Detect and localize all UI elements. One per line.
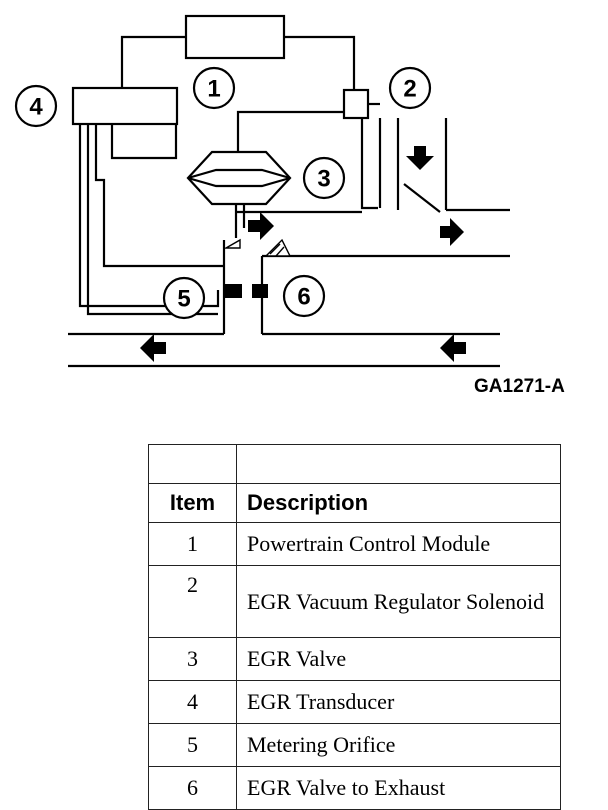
row-description: EGR Valve to Exhaust — [236, 766, 561, 810]
row-description: EGR Valve — [236, 637, 561, 681]
callout-4-circle — [14, 84, 58, 128]
callout-6-circle — [282, 274, 326, 318]
table-row: 4 EGR Transducer — [148, 680, 561, 724]
table-row: 3 EGR Valve — [148, 637, 561, 681]
row-item: 4 — [148, 680, 237, 724]
callout-2-circle — [388, 66, 432, 110]
callout-3-label: 3 — [317, 166, 330, 193]
metering-block-left — [224, 284, 242, 298]
flow-arrow-exhaust-left — [140, 334, 166, 362]
figure-id: GA1271-A — [474, 376, 565, 397]
throttle-plate — [403, 183, 441, 213]
callout-3-circle — [302, 156, 346, 200]
metering-block-right — [252, 284, 268, 298]
row-item: 1 — [148, 522, 237, 566]
callout-4-label: 4 — [29, 94, 43, 121]
flow-arrow-exhaust-right-entry — [440, 334, 466, 362]
solenoid-to-intake-left — [360, 118, 378, 210]
pcm-wire-right — [284, 35, 356, 90]
valve-seat-hatch — [223, 238, 292, 257]
flow-arrow-air-down — [406, 146, 434, 170]
callout-5-label: 5 — [177, 286, 190, 313]
solenoid-body — [342, 88, 370, 120]
callout-2-label: 2 — [403, 76, 416, 103]
transducer-tube-c — [94, 124, 224, 268]
row-description: Metering Orifice — [236, 723, 561, 767]
callout-1-circle — [192, 66, 236, 110]
pcm-box — [184, 14, 286, 60]
flow-arrow-egr-out — [248, 212, 274, 240]
row-description: EGR Vacuum Regulator Solenoid — [236, 565, 561, 638]
table-row: 5 Metering Orifice — [148, 723, 561, 767]
legend-header-row: Item Description — [148, 483, 561, 523]
legend-spacer-row — [148, 444, 561, 484]
row-description: EGR Transducer — [236, 680, 561, 724]
egr-valve-diaphragm — [186, 150, 292, 206]
table-row: 2 EGR Vacuum Regulator Solenoid — [148, 565, 561, 638]
row-item: 5 — [148, 723, 237, 767]
legend-table: Item Description 1 Powertrain Control Mo… — [148, 444, 561, 810]
table-row: 6 EGR Valve to Exhaust — [148, 766, 561, 810]
legend-header-item: Item — [148, 483, 237, 523]
flow-arrow-intake-right — [440, 218, 464, 246]
callout-1-label: 1 — [207, 76, 220, 103]
callout-6-label: 6 — [297, 284, 310, 311]
callout-5-circle — [162, 276, 206, 320]
transducer-tube-a — [78, 124, 220, 308]
transducer-tube-d — [110, 124, 178, 160]
legend-header-description: Description — [236, 483, 561, 523]
row-item: 6 — [148, 766, 237, 810]
row-item: 2 — [148, 565, 237, 638]
table-row: 1 Powertrain Control Module — [148, 522, 561, 566]
transducer-box — [71, 86, 179, 126]
row-description: Powertrain Control Module — [236, 522, 561, 566]
pcm-wire-left — [120, 35, 186, 88]
row-item: 3 — [148, 637, 237, 681]
solenoid-vacuum-line — [236, 110, 344, 162]
egr-system-diagram: 1 2 3 4 5 6 GA1271-A — [14, 14, 565, 397]
